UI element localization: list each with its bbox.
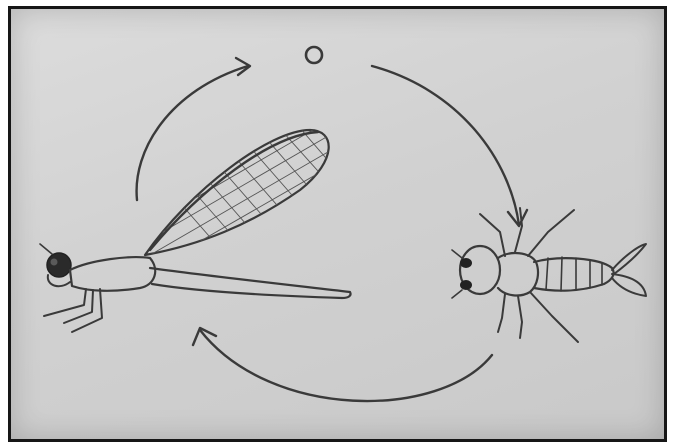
arrow-egg-to-nymph (372, 66, 527, 226)
egg-icon (306, 47, 322, 63)
damselfly-adult-icon (40, 100, 355, 332)
arrow-nymph-to-adult (193, 328, 492, 401)
nymph-icon (452, 208, 646, 342)
arrow-adult-to-egg (137, 58, 250, 200)
